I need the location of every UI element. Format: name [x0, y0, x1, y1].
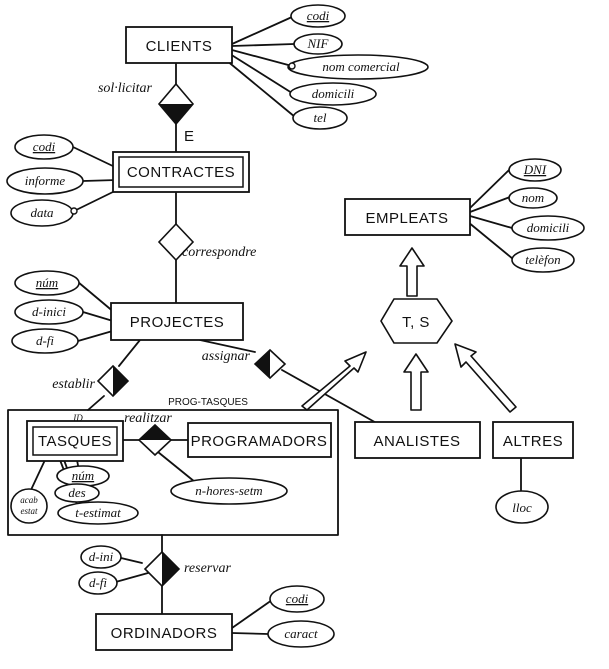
attribute-empleats-nom: nom — [522, 190, 544, 205]
attribute-reservar-d-ini: d-ini — [89, 549, 114, 564]
entity-tasques: TASQUES — [26, 420, 124, 462]
aggregation-prog-tasques — [7, 409, 339, 536]
attribute-clients-nif: NIF — [307, 36, 330, 51]
arrow-altres-icon — [454, 343, 517, 413]
entity-contractes-label: CONTRACTES — [127, 164, 235, 181]
entity-altres: ALTRES — [492, 421, 574, 459]
entity-altres-label: ALTRES — [503, 433, 563, 450]
attribute-clients-domicili: domicili — [312, 86, 355, 101]
specialization-hexagon — [380, 298, 453, 344]
attributes-contractes: codi informe data — [6, 134, 84, 227]
attributes-projectes: núm d-inici d-fi — [11, 270, 84, 354]
attributes-realitzar: n-hores-setm — [170, 477, 288, 505]
attribute-tasques-des: des — [68, 485, 85, 500]
arrow-analistes-left-icon — [301, 351, 367, 411]
entity-tasques-label: TASQUES — [38, 433, 112, 450]
relationship-solicitar: sol·licitar E — [98, 81, 195, 145]
attribute-projectes-d-fi: d-fi — [36, 333, 54, 348]
entity-empleats: EMPLEATS — [344, 198, 471, 236]
attributes-empleats: DNI nom domicili telèfon — [508, 158, 585, 273]
attribute-contractes-data: data — [30, 205, 54, 220]
attribute-clients-codi: codi — [307, 8, 330, 23]
attribute-tasques-estat: estat — [21, 506, 38, 516]
relationship-reservar-label: reservar — [184, 561, 231, 576]
id-mark: ID — [72, 413, 83, 423]
attributes-reservar: d-ini d-fi — [78, 545, 122, 595]
attribute-ordinadors-codi: codi — [286, 591, 309, 606]
attribute-realitzar-n-hores-setm: n-hores-setm — [195, 483, 262, 498]
attribute-tasques-acab: acab — [20, 495, 38, 505]
attribute-clients-nom-comercial: nom comercial — [322, 59, 400, 74]
entity-programadors-label: PROGRAMADORS — [191, 433, 328, 450]
relationship-realitzar: realitzar — [124, 411, 172, 457]
attributes-ordinadors: codi caract — [267, 585, 335, 648]
attribute-contractes-codi: codi — [33, 139, 56, 154]
attribute-tasques-num: núm — [72, 468, 94, 483]
attribute-ordinadors-caract: caract — [284, 626, 318, 641]
entity-projectes-label: PROJECTES — [130, 314, 225, 331]
entity-contractes: CONTRACTES — [112, 151, 250, 193]
entity-clients: CLIENTS — [125, 26, 233, 64]
attribute-clients-tel: tel — [314, 110, 327, 125]
specialization-arrows — [301, 247, 517, 413]
existence-e-mark: E — [184, 128, 195, 145]
entity-ordinadors-label: ORDINADORS — [111, 625, 218, 642]
arrow-to-empleats-icon — [399, 247, 425, 297]
attributes-tasques: núm des t-estimat acab estat — [10, 465, 139, 525]
relationship-assignar-label: assignar — [202, 349, 251, 364]
arrow-analistes-up-icon — [403, 353, 429, 411]
attribute-empleats-domicili: domicili — [527, 220, 570, 235]
relationship-establir: establir — [52, 364, 130, 398]
relationship-correspondre: correspondre — [157, 222, 256, 262]
entity-analistes-label: ANALISTES — [373, 433, 460, 450]
attributes-altres: lloc — [495, 490, 549, 524]
specialization-type: T, S — [402, 314, 430, 331]
entity-programadors: PROGRAMADORS — [187, 422, 332, 458]
attribute-empleats-dni: DNI — [523, 162, 547, 177]
entity-analistes: ANALISTES — [354, 421, 481, 459]
relationship-solicitar-label: sol·licitar — [98, 81, 153, 96]
attribute-projectes-d-inici: d-inici — [32, 304, 66, 319]
relationship-realitzar-label: realitzar — [124, 411, 172, 426]
attribute-reservar-d-fi: d-fi — [89, 575, 107, 590]
attribute-tasques-t-estimat: t-estimat — [75, 505, 121, 520]
relationship-assignar: assignar — [202, 348, 287, 380]
attributes-clients: codi NIF nom comercial domicili tel — [287, 4, 429, 130]
aggregation-label: PROG-TASQUES — [168, 397, 248, 408]
attribute-altres-lloc: lloc — [512, 500, 532, 515]
attribute-empleats-telefon: telèfon — [525, 252, 560, 267]
relationship-correspondre-label: correspondre — [182, 245, 256, 260]
attribute-contractes-informe: informe — [25, 173, 66, 188]
entity-projectes: PROJECTES — [110, 302, 244, 341]
entity-empleats-label: EMPLEATS — [366, 210, 449, 227]
entity-clients-label: CLIENTS — [146, 38, 213, 55]
relationship-establir-label: establir — [52, 377, 95, 392]
attribute-projectes-num: núm — [36, 275, 58, 290]
entity-ordinadors: ORDINADORS — [95, 613, 233, 651]
relationship-reservar: reservar — [143, 550, 231, 588]
